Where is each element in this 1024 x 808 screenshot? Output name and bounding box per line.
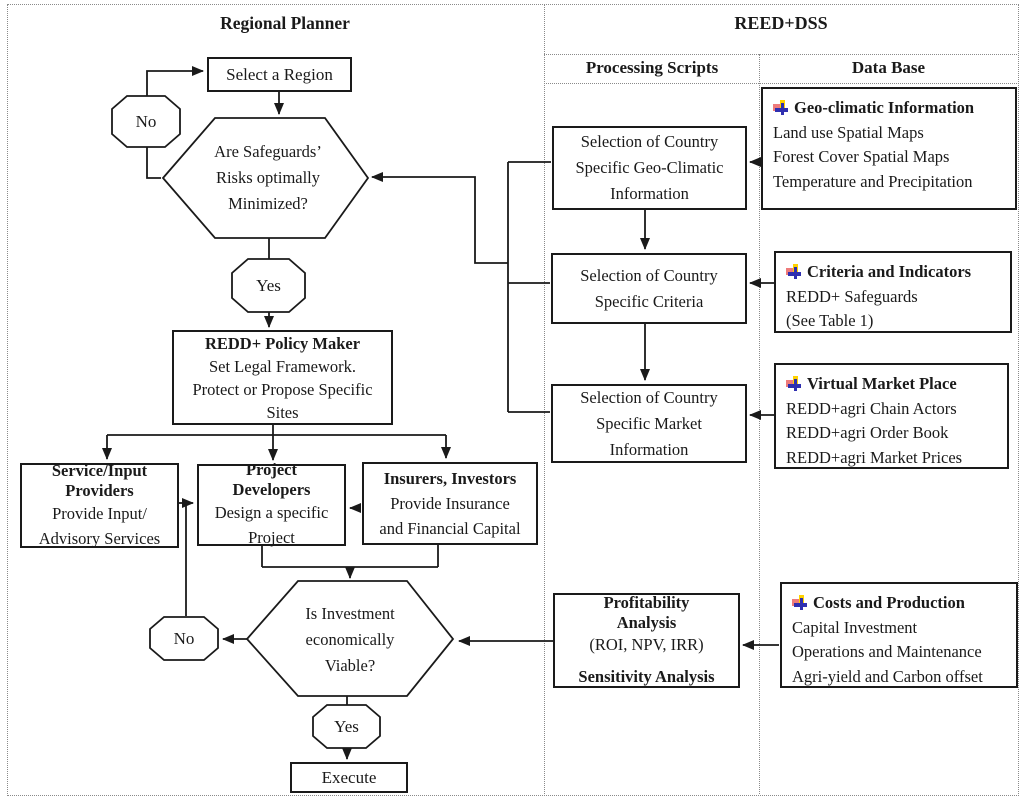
processing-box-criteria: Selection of Country Specific Criteria (551, 253, 747, 324)
right-panel-title: REED+DSS (734, 13, 828, 33)
database-box-costs: Costs and Production Capital Investment … (780, 582, 1018, 688)
edge-no-to-select-region (146, 66, 204, 97)
database-box-geo-climatic: Geo-climatic Information Land use Spatia… (761, 87, 1017, 210)
yes-top-octagon-shape (231, 258, 306, 313)
policy-maker-box: REDD+ Policy Maker Set Legal Framework. … (172, 330, 393, 425)
investment-hexagon-shape (245, 580, 455, 697)
insurers-investors-box: Insurers, Investors Provide Insurance an… (362, 462, 538, 545)
yes-bottom-label: Yes (334, 716, 359, 736)
no-top-label: No (135, 111, 157, 131)
project-developers-box: Project Developers Design a specific Pro… (197, 460, 346, 547)
service-providers-box: Service/Input Providers Provide Input/ A… (20, 461, 179, 548)
edge-safeguards-to-no (146, 147, 161, 179)
execute-box: Execute (290, 762, 408, 793)
left-panel-title: Regional Planner (220, 13, 350, 33)
safeguards-hexagon-shape (161, 117, 370, 239)
no-top-octagon-shape (111, 95, 181, 148)
no-bottom-label: No (173, 628, 195, 648)
profitability-box: Profitability Analysis (ROI, NPV, IRR) S… (553, 593, 740, 688)
select-region-box: Select a Region (207, 57, 352, 92)
database-box-criteria: Criteria and Indicators REDD+ Safeguards… (774, 251, 1012, 333)
investment-decision-text: Is Investment economically Viable? (305, 604, 395, 675)
edge-bus-to-safeguards (371, 172, 508, 264)
safeguards-decision-text: Are Safeguards’ Risks optimally Minimize… (214, 142, 322, 213)
yes-bottom-octagon-shape (312, 704, 381, 749)
no-bottom-octagon-shape (149, 616, 219, 661)
processing-box-geo-climatic: Selection of Country Specific Geo-Climat… (552, 126, 747, 210)
data-chart-icon (773, 100, 788, 115)
data-chart-icon (786, 264, 801, 279)
select-region-label: Select a Region (226, 64, 333, 84)
database-header: Data Base (851, 58, 926, 77)
yes-top-label: Yes (256, 275, 281, 295)
database-box-market: Virtual Market Place REDD+agri Chain Act… (774, 363, 1009, 469)
processing-box-market: Selection of Country Specific Market Inf… (551, 384, 747, 463)
processing-scripts-header: Processing Scripts (585, 58, 719, 77)
data-chart-icon (786, 376, 801, 391)
policy-maker-title: REDD+ Policy Maker (204, 333, 361, 353)
data-chart-icon (792, 595, 807, 610)
